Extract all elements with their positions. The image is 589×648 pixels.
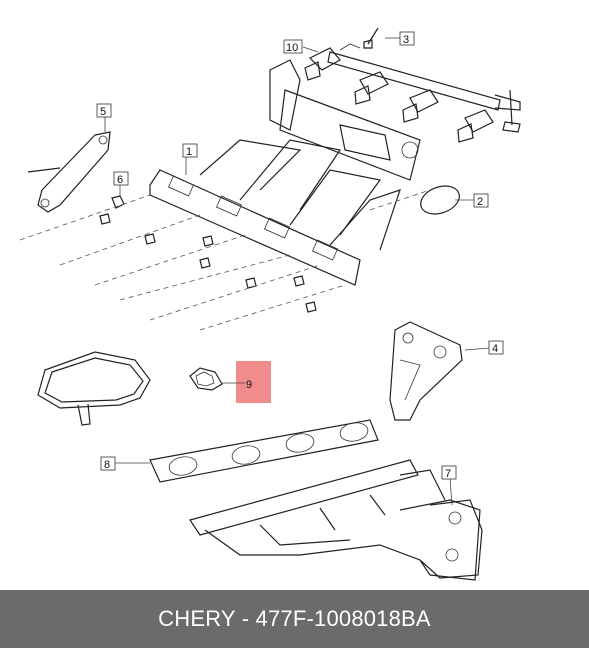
alignment-lines xyxy=(19,189,431,331)
label-4: 4 xyxy=(488,340,504,355)
throttle-gasket xyxy=(37,351,151,426)
label-9-text: 9 xyxy=(246,379,252,391)
fuel-rail xyxy=(327,27,521,133)
label-4-text: 4 xyxy=(492,343,498,355)
label-2-text: 2 xyxy=(477,196,483,208)
support-bracket xyxy=(27,131,111,213)
label-5-text: 5 xyxy=(100,106,106,118)
label-6: 6 xyxy=(113,171,129,186)
label-8: 8 xyxy=(100,456,116,471)
label-10-text: 10 xyxy=(286,42,298,54)
part-number-caption: CHERY - 477F-1008018BA xyxy=(0,590,589,648)
label-1-text: 1 xyxy=(186,146,192,158)
exploded-parts-diagram: 10 3 1 2 4 5 6 7 8 9 xyxy=(19,27,521,581)
caption-text: CHERY - 477F-1008018BA xyxy=(158,606,431,631)
label-7-text: 7 xyxy=(445,468,451,480)
leader-lines xyxy=(104,37,491,506)
injectors xyxy=(304,47,494,143)
label-1: 1 xyxy=(182,143,198,158)
label-7: 7 xyxy=(441,465,457,480)
heat-shield-bracket xyxy=(389,321,463,421)
label-10: 10 xyxy=(283,39,303,54)
label-8-text: 8 xyxy=(104,459,110,471)
label-2: 2 xyxy=(473,193,489,208)
part-9-highlight xyxy=(236,361,271,403)
label-3: 3 xyxy=(399,31,415,46)
label-6-text: 6 xyxy=(117,174,123,186)
exhaust-gasket xyxy=(149,419,379,483)
intake-manifold xyxy=(149,59,421,286)
small-gasket xyxy=(189,367,223,391)
exhaust-manifold xyxy=(189,459,483,581)
o-ring xyxy=(420,185,460,215)
label-5: 5 xyxy=(96,103,112,118)
label-9: 9 xyxy=(246,379,252,391)
label-3-text: 3 xyxy=(403,34,409,46)
